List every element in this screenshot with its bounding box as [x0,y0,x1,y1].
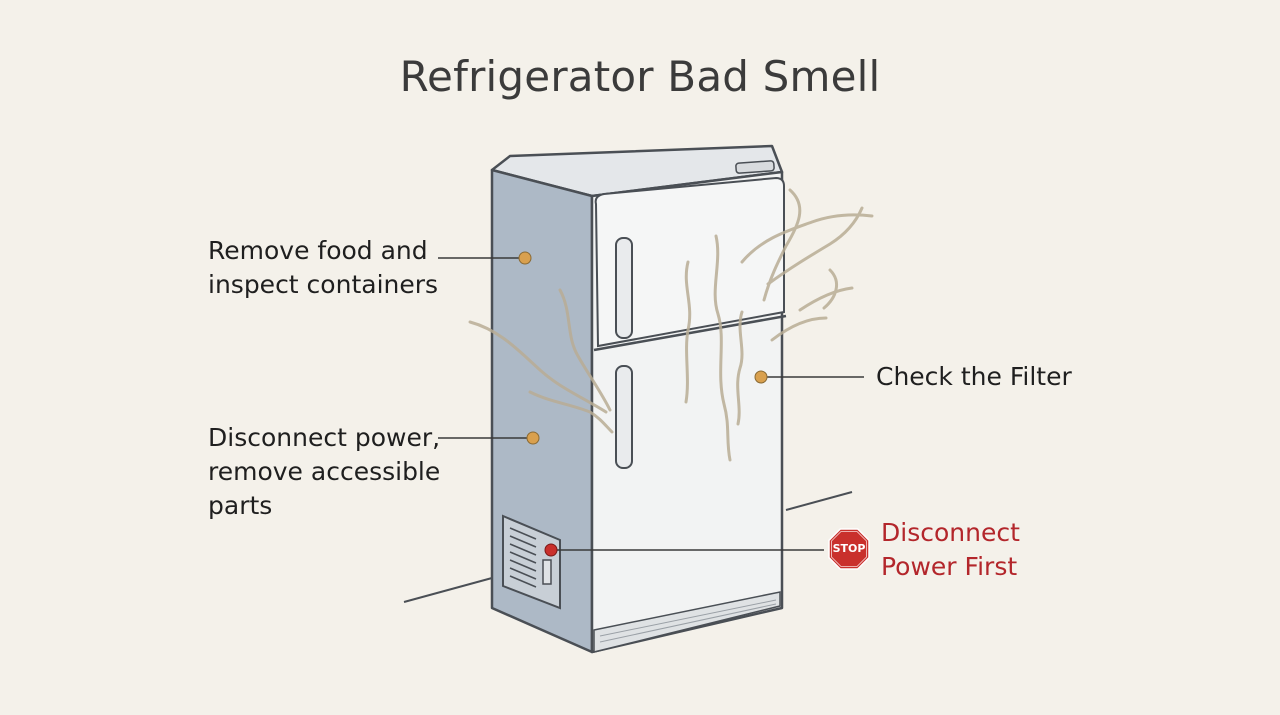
power-switch [542,559,552,585]
fridge-top-vent [735,160,775,174]
callout-line: Remove food and [208,236,428,265]
callout-line: remove accessible [208,457,441,486]
callout-line: Power First [881,552,1018,581]
floor-line-right [785,491,853,511]
leader-lines [438,257,864,551]
marker-remove-food [518,251,532,265]
callout-line: Disconnect power, [208,423,441,452]
page-title: Refrigerator Bad Smell [399,52,881,101]
marker-disconnect-parts [526,431,540,445]
callout-line: Disconnect [881,518,1020,547]
floor-line-left [403,577,493,603]
callout-line: parts [208,491,273,520]
callout-check-filter: Check the Filter [876,360,1072,394]
freezer-door [594,176,785,348]
fridge-plinth [593,591,781,653]
callout-power-first: Disconnect Power First [881,516,1020,584]
fridge-handle [615,365,633,469]
marker-check-filter [754,370,768,384]
door-split-line [593,314,787,352]
freezer-handle [615,237,633,339]
callout-remove-food: Remove food and inspect containers [208,234,438,302]
odor-wisps [468,188,874,462]
marker-power-first [544,543,558,557]
callout-line: inspect containers [208,270,439,299]
callout-line: Check the Filter [876,362,1072,391]
stop-sign-icon: STOP [828,528,870,570]
stop-sign-text: STOP [832,542,866,555]
callout-disconnect-parts: Disconnect power, remove accessible part… [208,421,440,523]
